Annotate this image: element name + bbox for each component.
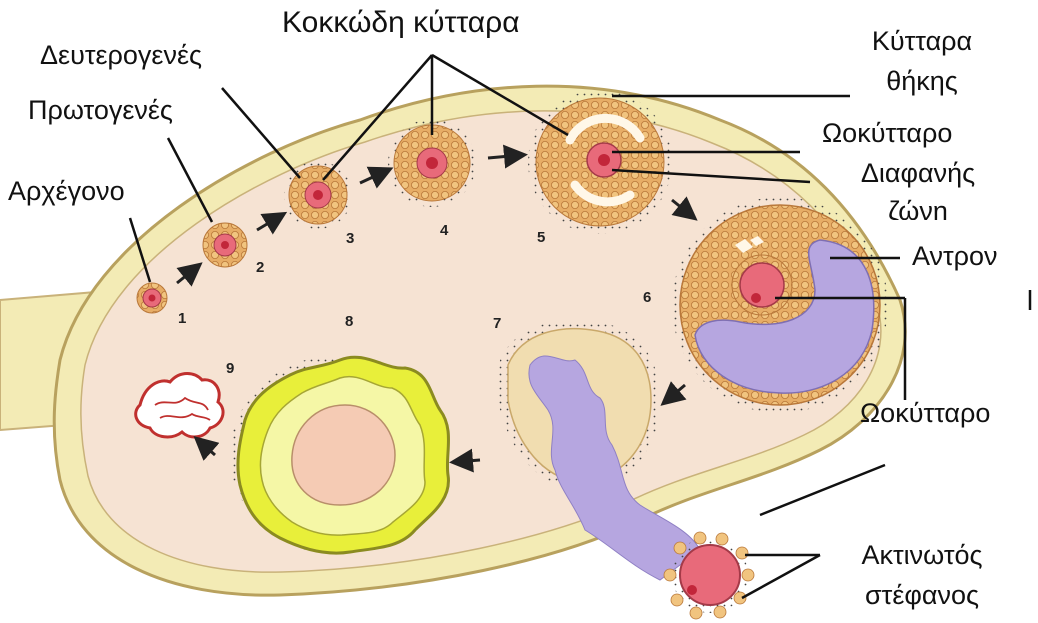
label-oocyte-bottom: Ωοκύτταρο	[860, 400, 990, 427]
stage-number: 4	[440, 222, 449, 239]
label-granulosa-cells: Κοκκώδη κύτταρα	[282, 8, 520, 38]
label-corona-2: στέφανος	[822, 582, 1022, 609]
stage-number: 9	[226, 360, 234, 377]
stage-number: 3	[346, 230, 354, 247]
label-oocyte-top: Ωοκύτταρο	[822, 120, 952, 147]
follicle-1-primordial	[137, 283, 167, 313]
follicle-2-primary	[203, 223, 247, 267]
follicle-6-antral	[672, 197, 888, 413]
stage-number: 5	[537, 229, 545, 246]
label-theca-cells-2: θήκης	[852, 68, 992, 95]
stage-number: 2	[256, 259, 264, 276]
stage-number: 8	[345, 313, 353, 330]
stage-number: 7	[493, 315, 501, 332]
label-zona-2: ζώνη	[818, 198, 1018, 220]
label-theca-cells-1: Κύτταρα	[852, 28, 992, 55]
stage-number: 1	[178, 310, 186, 327]
corpus-luteum-8	[230, 355, 450, 555]
label-secondary: Δευτερογενές	[40, 42, 202, 69]
label-zona-1: Διαφανής	[818, 160, 1018, 187]
released-oocyte	[664, 532, 754, 619]
label-antrum: Αντρον	[912, 243, 998, 270]
label-primary: Πρωτογενές	[28, 97, 173, 124]
follicle-5	[528, 90, 672, 234]
stage-number: 6	[643, 289, 651, 306]
label-corona-1: Ακτινωτός	[822, 542, 1022, 569]
label-primordial: Αρχέγονο	[8, 178, 125, 205]
